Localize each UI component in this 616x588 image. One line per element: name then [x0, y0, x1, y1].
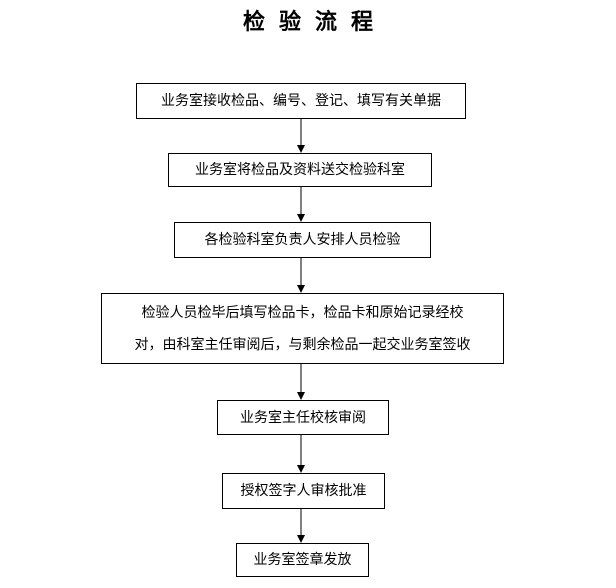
step-5-director-review: 业务室主任校核审阅 [217, 400, 389, 435]
step-7-seal-and-issue: 业务室签章发放 [236, 543, 369, 577]
step-3-assign-inspectors: 各检验科室负责人安排人员检验 [174, 222, 431, 258]
step-6-label: 授权签字人审核批准 [240, 483, 367, 499]
step-4-label-line-1: 检验人员检毕后填写检品卡，检品卡和原始记录经校 [141, 304, 464, 321]
step-7-label: 业务室签章发放 [253, 552, 352, 568]
step-1-label: 业务室接收检品、编号、登记、填写有关单据 [161, 93, 441, 109]
step-5-label: 业务室主任校核审阅 [240, 409, 366, 426]
step-4-label-line-2: 对，由科室主任审阅后，与剩余检品一起交业务室签收 [134, 336, 471, 353]
step-1-receive-samples: 业务室接收检品、编号、登记、填写有关单据 [136, 83, 466, 119]
step-2-send-to-lab: 业务室将检品及资料送交检验科室 [168, 153, 432, 187]
step-2-label: 业务室将检品及资料送交检验科室 [195, 162, 405, 178]
step-4-inspection-record: 检验人员检毕后填写检品卡，检品卡和原始记录经校 对，由科室主任审阅后，与剩余检品… [101, 293, 504, 364]
step-6-signatory-approval: 授权签字人审核批准 [222, 473, 385, 509]
diagram-title: 检验流程 [242, 10, 387, 35]
step-3-label: 各检验科室负责人安排人员检验 [204, 232, 401, 248]
